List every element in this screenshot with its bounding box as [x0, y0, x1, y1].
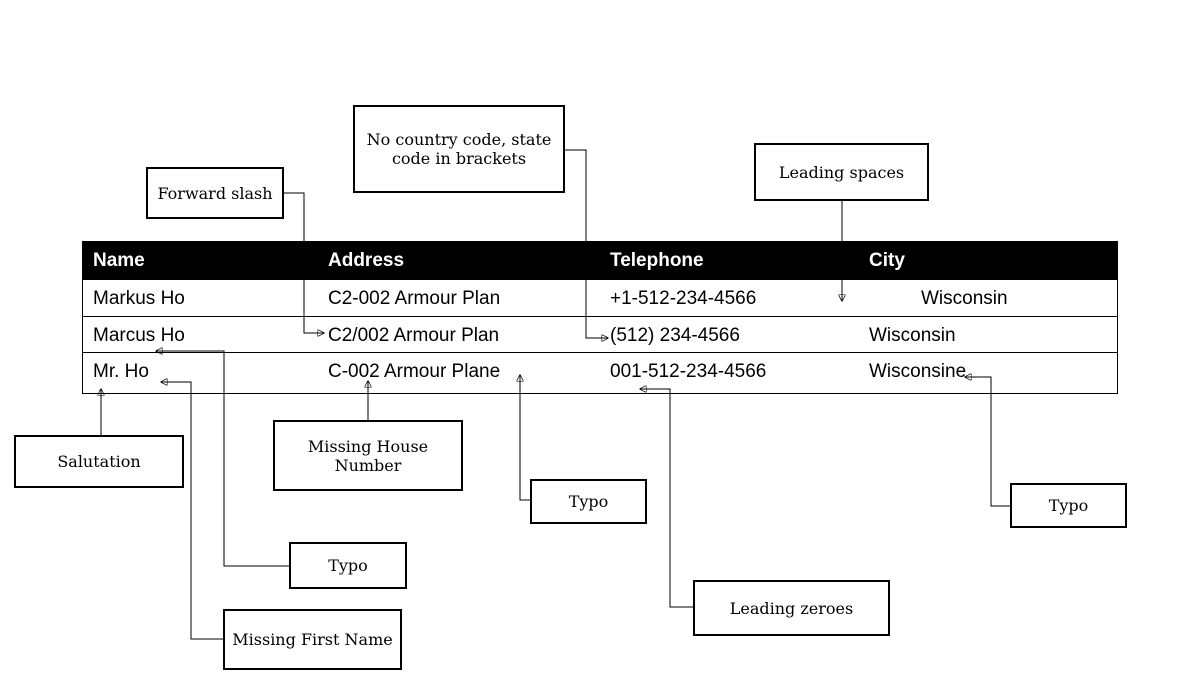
cell-city: Wisconsine [869, 361, 967, 382]
callout-leading-spaces-text: Leading spaces [778, 162, 905, 182]
callout-no-country-code: No country code, state code in brackets [353, 105, 565, 193]
header-city: City [869, 250, 905, 271]
callout-typo-name-text: Typo [328, 556, 368, 575]
connector-typo-city [965, 377, 1011, 507]
header-address: Address [328, 250, 405, 271]
cell-telephone: +1-512-234-4566 [610, 288, 757, 309]
connector-leading-zeroes [640, 389, 694, 608]
cell-name: Markus Ho [93, 288, 185, 309]
cell-city: Wisconsin [869, 325, 956, 346]
table-header-row: Name Address Telephone City [83, 242, 1117, 279]
callout-forward-slash-text: Forward slash [157, 183, 273, 203]
header-telephone: Telephone [610, 250, 704, 271]
callout-missing-first-name: Missing First Name [223, 609, 402, 670]
connector-missing-first-name [161, 382, 224, 640]
cell-telephone: 001-512-234-4566 [610, 361, 767, 382]
cell-address: C2-002 Armour Plan [328, 288, 501, 309]
callout-salutation-text: Salutation [57, 452, 141, 471]
cell-address: C2/002 Armour Plan [328, 325, 500, 346]
callout-missing-house-number: Missing House Number [273, 420, 463, 491]
callout-missing-first-name-text: Missing First Name [232, 630, 393, 649]
callout-typo-city: Typo [1010, 483, 1127, 528]
cell-city: Wisconsin [921, 288, 1008, 309]
callout-typo-city-text: Typo [1048, 496, 1089, 515]
table-row: Mr. Ho C-002 Armour Plane 001-512-234-45… [83, 352, 1117, 394]
callout-typo-name: Typo [289, 542, 407, 589]
cell-name: Mr. Ho [93, 361, 149, 382]
callout-forward-slash: Forward slash [146, 167, 284, 219]
callout-salutation: Salutation [14, 435, 184, 488]
table-row: Markus Ho C2-002 Armour Plan +1-512-234-… [83, 279, 1117, 316]
callout-typo-address: Typo [530, 479, 647, 524]
customer-records-table: Name Address Telephone City Markus Ho C2… [82, 241, 1118, 394]
header-name: Name [93, 250, 145, 271]
cell-name: Marcus Ho [93, 325, 185, 346]
cell-telephone: (512) 234-4566 [610, 325, 740, 346]
callout-missing-house-number-text: Missing House Number [307, 436, 429, 475]
table-row: Marcus Ho C2/002 Armour Plan (512) 234-4… [83, 316, 1117, 353]
callout-leading-zeroes: Leading zeroes [693, 580, 890, 636]
cell-address: C-002 Armour Plane [328, 361, 501, 382]
callout-no-country-code-text: No country code, state code in brackets [366, 130, 552, 168]
callout-typo-address-text: Typo [568, 492, 609, 511]
callout-leading-spaces: Leading spaces [754, 143, 929, 201]
callout-leading-zeroes-text: Leading zeroes [729, 598, 854, 618]
